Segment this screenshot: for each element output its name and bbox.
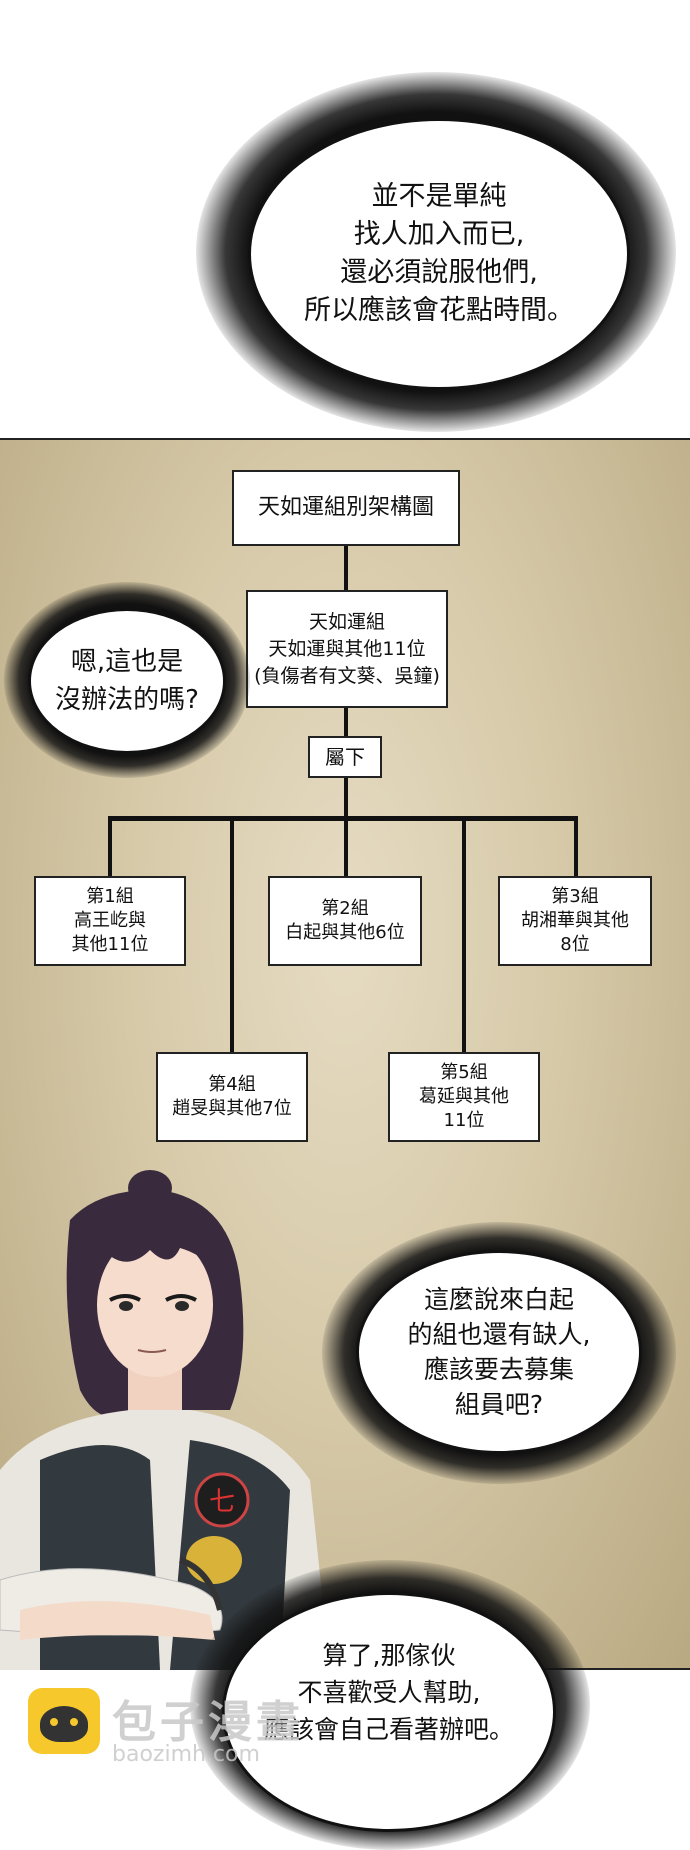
chart-title: 天如運組別架構圖 — [257, 495, 434, 520]
watermark-name: 包子漫畫 — [112, 1697, 304, 1748]
chart-group-2-box: 第2組 白起與其他6位 — [268, 876, 422, 966]
speech-text-right: 這麼說來白起 的組也還有缺人, 應該要去募集 組員吧? — [407, 1285, 591, 1419]
chart-line-root-sub — [344, 706, 348, 738]
chart-group-3-label: 第3組 胡湘華與其他 8位 — [521, 886, 629, 955]
speech-bubble-top: 並不是單純 找人加入而已, 還必須說服他們, 所以應該會花點時間。 — [248, 118, 630, 390]
chart-line-g5 — [462, 816, 466, 1054]
speech-text-top: 並不是單純 找人加入而已, 還必須說服他們, 所以應該會花點時間。 — [304, 181, 574, 326]
chart-line-sub-bus — [344, 776, 348, 818]
chart-group-5-label: 第5組 葛延與其他 11位 — [419, 1062, 509, 1131]
chart-line-g2 — [344, 816, 348, 878]
chart-group-3-box: 第3組 胡湘華與其他 8位 — [498, 876, 652, 966]
chart-line-bus — [108, 816, 578, 821]
chart-line-title-root — [344, 545, 348, 591]
chart-group-1-box: 第1組 高王屹與 其他11位 — [34, 876, 186, 966]
chart-group-1-label: 第1組 高王屹與 其他11位 — [71, 886, 149, 955]
chart-line-g3 — [574, 816, 578, 878]
chart-line-g4 — [230, 816, 234, 1054]
speech-bubble-right: 這麼說來白起 的組也還有缺人, 應該要去募集 組員吧? — [356, 1250, 642, 1454]
chart-root-box: 天如運組 天如運與其他11位 (負傷者有文葵、吳鐘) — [246, 590, 448, 708]
character-illustration: 七 — [0, 1170, 330, 1670]
watermark-logo-icon — [28, 1688, 100, 1754]
chart-root-label: 天如運組 天如運與其他11位 (負傷者有文葵、吳鐘) — [254, 610, 440, 687]
chart-group-2-label: 第2組 白起與其他6位 — [285, 898, 405, 943]
speech-bubble-left: 嗯,這也是 沒辦法的嗎? — [28, 608, 226, 754]
chart-group-5-box: 第5組 葛延與其他 11位 — [388, 1052, 540, 1142]
chart-line-g1 — [108, 816, 112, 878]
chart-sub-box: 屬下 — [308, 736, 382, 778]
chart-group-4-label: 第4組 趙旻與其他7位 — [172, 1074, 292, 1119]
chart-group-4-box: 第4組 趙旻與其他7位 — [156, 1052, 308, 1142]
speech-text-bottom: 算了,那傢伙 不喜歡受人幫助, 應該會自己看著辦吧。 — [263, 1641, 514, 1744]
character-badge-glyph: 七 — [209, 1487, 235, 1517]
watermark-url: baozimh.com — [112, 1742, 260, 1767]
watermark-logo-face — [40, 1706, 88, 1742]
chart-title-box: 天如運組別架構圖 — [232, 470, 460, 546]
chart-sub-label: 屬下 — [325, 745, 365, 769]
speech-text-left: 嗯,這也是 沒辦法的嗎? — [55, 647, 199, 715]
